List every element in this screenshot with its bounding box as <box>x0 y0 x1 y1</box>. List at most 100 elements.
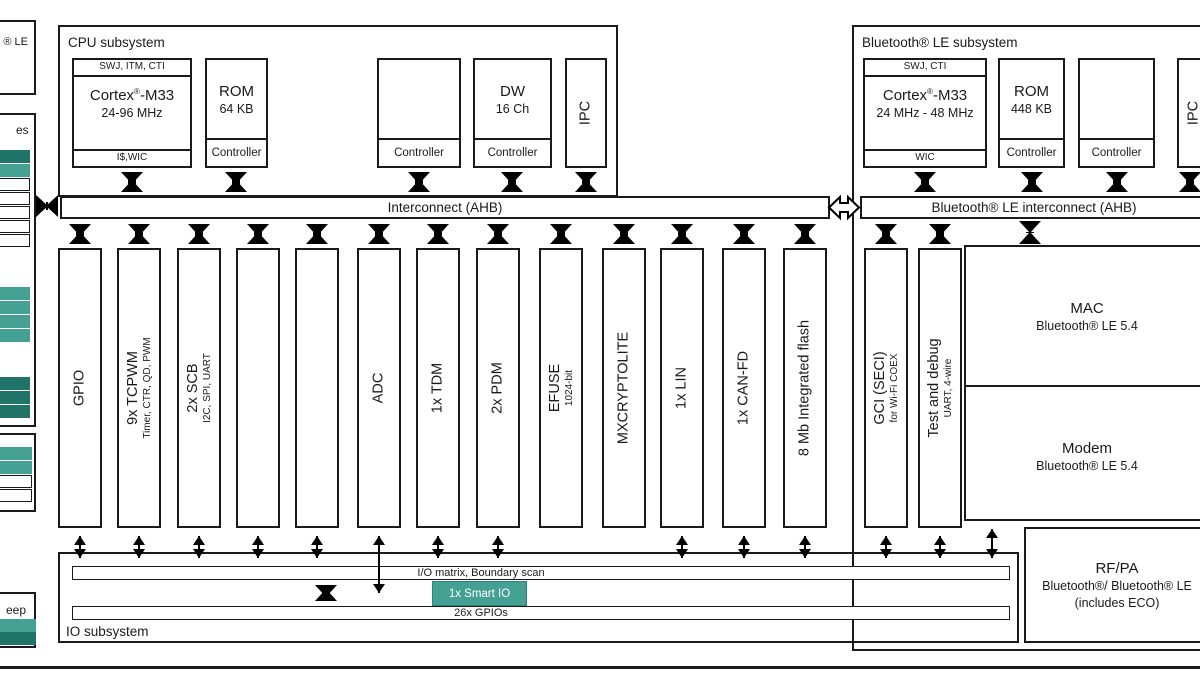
ble-cortex-freq: 24 MHz - 48 MHz <box>876 106 974 120</box>
ble-mac-name: MAC <box>1070 300 1104 317</box>
ble-sram0-block: SRAM0 96 KB Controller <box>1078 58 1155 168</box>
left-partial-box-resources-label: es <box>16 123 29 137</box>
ble-ipc-label: IPC <box>1185 100 1200 126</box>
ble-rfpa-sub1: Bluetooth®/ Bluetooth® LE <box>1042 579 1192 593</box>
cpu-dw-block: DW 16 Ch Controller <box>473 58 552 168</box>
legend-row <box>0 301 30 314</box>
legend-row <box>0 164 30 177</box>
io-smart-io-label: 1x Smart IO <box>448 587 511 600</box>
ble-modem-section: Modem Bluetooth® LE 5.4 <box>966 387 1200 519</box>
ble-rom-size: 448 KB <box>1010 102 1052 116</box>
peripheral-flash: 8 Mb Integrated flash <box>783 248 827 528</box>
ble-modem-name: Modem <box>1061 440 1113 457</box>
ble-mac-section: MAC Bluetooth® LE 5.4 <box>966 247 1200 387</box>
ble-rom-name: ROM <box>1014 83 1049 100</box>
legend-row <box>0 234 30 247</box>
left-partial-box-3 <box>0 433 36 512</box>
cpu-sram0-size: 256 KB <box>398 102 440 116</box>
io-matrix-bar: I/O matrix, Boundary scan <box>72 566 1010 580</box>
cpu-rom-block: ROM 64 KB Controller <box>205 58 268 168</box>
io-gpio-bar: 26x GPIOs <box>72 606 1010 620</box>
ble-modem-sub: Bluetooth® LE 5.4 <box>1036 459 1138 473</box>
legend-row <box>0 475 32 488</box>
left-row-group-3 <box>0 377 30 419</box>
legend-row <box>0 619 36 632</box>
cpu-interconnect-bar: Interconnect (AHB) <box>60 196 830 219</box>
ble-cortex-name: Cortex®-M33 <box>882 87 968 104</box>
ble-mac-modem-box: MAC Bluetooth® LE 5.4 Modem Bluetooth® L… <box>964 245 1200 521</box>
cpu-subsystem-title: CPU subsystem <box>68 35 165 50</box>
cpu-sram0-controller: Controller <box>379 138 459 166</box>
left-deepsleep-label: eep <box>5 603 26 617</box>
legend-row <box>0 489 32 502</box>
bottom-section-divider <box>0 666 1200 669</box>
legend-row <box>0 150 30 163</box>
legend-row <box>0 192 30 205</box>
left-partial-box-deepsleep: eep <box>0 592 36 648</box>
peripheral-canfd: 1x CAN-FD <box>722 248 766 528</box>
legend-row <box>0 632 36 645</box>
cpu-ipc-label: IPC <box>577 100 594 126</box>
cpu-cortex-m33-block: SWJ, ITM, CTI Cortex®-M33 24-96 MHz I$,W… <box>72 58 192 168</box>
ble-ipc-block: IPC <box>1177 58 1200 168</box>
ble-rfpa-name: RF/PA <box>1095 560 1139 577</box>
legend-row <box>0 287 30 300</box>
legend-row <box>0 329 30 342</box>
io-subsystem-box <box>58 552 1019 643</box>
peripheral-scb-deepsleep: 1x SCB (Deep Sleep)I2C, SPI <box>236 248 280 528</box>
legend-row <box>0 315 30 328</box>
cpu-dw-controller: Controller <box>475 138 550 166</box>
ble-rfpa-box: RF/PA Bluetooth®/ Bluetooth® LE (include… <box>1024 527 1200 643</box>
ble-cortex-header: SWJ, CTI <box>865 60 985 77</box>
ble-cortex-m33-block: SWJ, CTI Cortex®-M33 24 MHz - 48 MHz WIC <box>863 58 987 168</box>
left-row-group-2 <box>0 287 30 343</box>
ble-sram0-controller: Controller <box>1080 138 1153 166</box>
io-matrix-label: I/O matrix, Boundary scan <box>417 567 545 579</box>
legend-row <box>0 447 32 460</box>
ble-rom-block: ROM 448 KB Controller <box>998 58 1065 168</box>
legend-row <box>0 220 30 233</box>
peripheral-gpio: GPIO <box>58 248 102 528</box>
cpu-cortex-header: SWJ, ITM, CTI <box>74 60 190 77</box>
cpu-sram0-block: SRAM0 256 KB Controller <box>377 58 461 168</box>
cpu-rom-size: 64 KB <box>219 102 254 116</box>
ble-interconnect-label: Bluetooth® LE interconnect (AHB) <box>931 200 1137 215</box>
ble-sram0-name: SRAM0 <box>1090 83 1143 100</box>
ble-rom-controller: Controller <box>1000 138 1063 166</box>
legend-row <box>0 405 30 418</box>
legend-row <box>0 206 30 219</box>
cpu-cortex-freq: 24-96 MHz <box>101 106 163 120</box>
cpu-interconnect-label: Interconnect (AHB) <box>387 200 503 215</box>
ble-subsystem-title: Bluetooth® LE subsystem <box>862 35 1018 50</box>
ble-interconnect-bar: Bluetooth® LE interconnect (AHB) <box>860 196 1200 219</box>
peripheral-gci-seci: GCI (SECI)for Wi-Fi COEX <box>864 248 908 528</box>
ble-sram0-size: 96 KB <box>1099 102 1134 116</box>
peripheral-adc: ADC <box>357 248 401 528</box>
peripheral-pdm: 2x PDM <box>476 248 520 528</box>
cpu-rom-name: ROM <box>219 83 254 100</box>
left-partial-box-top-label: ® LE <box>3 36 28 48</box>
left-row-group-1 <box>0 150 30 248</box>
cpu-dw-name: DW <box>500 83 525 100</box>
io-subsystem-title: IO subsystem <box>66 624 149 639</box>
ble-rfpa-sub2: (includes ECO) <box>1074 596 1160 610</box>
peripheral-mxcryptolite: MXCRYPTOLITE <box>602 248 646 528</box>
legend-row <box>0 391 30 404</box>
ble-cortex-footer: WIC <box>865 149 985 166</box>
cpu-dw-size: 16 Ch <box>495 102 530 116</box>
cpu-rom-controller: Controller <box>207 138 266 166</box>
cpu-ipc-block: IPC <box>565 58 607 168</box>
legend-row <box>0 377 30 390</box>
io-smart-io-box: 1x Smart IO <box>432 581 527 606</box>
ble-mac-sub: Bluetooth® LE 5.4 <box>1036 319 1138 333</box>
peripheral-tdm: 1x TDM <box>416 248 460 528</box>
cpu-cortex-name: Cortex®-M33 <box>89 87 175 104</box>
left-partial-box-top: ® LE <box>0 20 36 95</box>
peripheral-lin: 1x LIN <box>660 248 704 528</box>
legend-row <box>0 178 30 191</box>
